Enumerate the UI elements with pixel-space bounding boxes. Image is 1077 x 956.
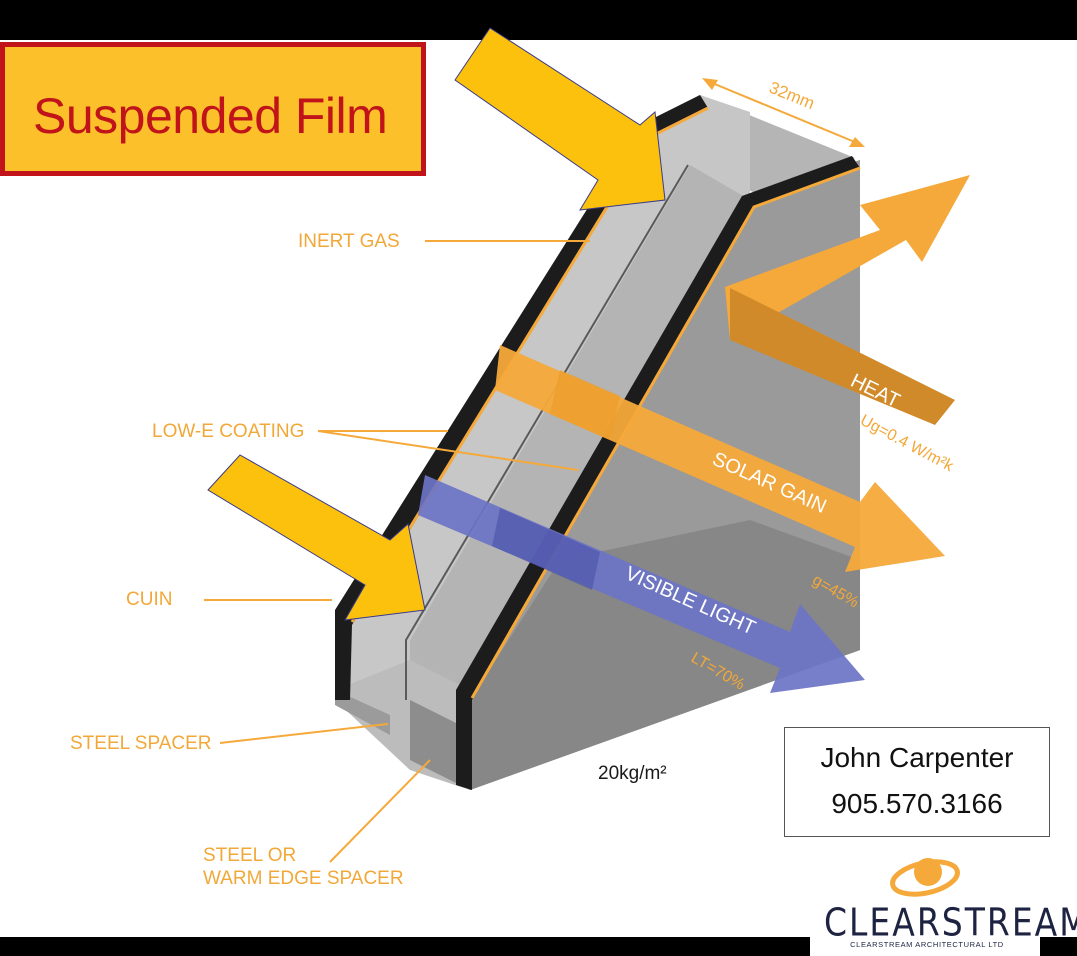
heat-arrow-band xyxy=(730,288,955,425)
weight-label: 20kg/m² xyxy=(598,763,667,784)
cuin-label: CUIN xyxy=(126,589,173,610)
contact-card: John Carpenter 905.570.3166 xyxy=(784,727,1050,837)
heat-arrow-upper xyxy=(725,175,970,340)
title-text: Suspended Film xyxy=(33,88,388,144)
inert-gas-label: INERT GAS xyxy=(298,231,400,252)
dimension-arrowhead-left xyxy=(702,78,718,90)
steel-spacer-label: STEEL SPACER xyxy=(70,733,212,754)
company-logo-name: CLEARSTREAM xyxy=(824,900,1077,945)
solar-gain-overlap xyxy=(550,370,620,440)
bottom-black-bar-left xyxy=(0,937,810,956)
top-black-bar xyxy=(0,0,1077,40)
low-e-leader-2 xyxy=(317,430,579,471)
visible-light-overlap xyxy=(492,508,600,590)
dimension-line xyxy=(704,79,863,146)
bottom-black-bar-right xyxy=(1040,937,1077,956)
edge-spacer-label-1: STEEL OR xyxy=(203,845,297,866)
steel-spacer-shape xyxy=(335,690,390,735)
incoming-arrow-top xyxy=(454,27,666,211)
contact-name: John Carpenter xyxy=(820,742,1014,773)
film-edge-line xyxy=(405,164,689,700)
rear-coating-line xyxy=(470,166,861,699)
edge-spacer-label-2: WARM EDGE SPACER xyxy=(203,868,404,889)
company-logo-subtitle: CLEARSTREAM ARCHITECTURAL LTD xyxy=(850,940,1004,949)
title-box: Suspended Film xyxy=(0,42,426,176)
edge-spacer-shape xyxy=(410,700,470,790)
edge-spacer-leader xyxy=(329,759,431,863)
low-e-coating-label: LOW-E COATING xyxy=(152,421,305,442)
logo-sun xyxy=(914,858,942,886)
contact-phone: 905.570.3166 xyxy=(831,788,1003,819)
incoming-arrow-bottom xyxy=(207,454,426,621)
bottom-glass-shadow xyxy=(470,520,860,790)
dimension-arrowhead-right xyxy=(849,137,865,147)
steel-spacer-leader xyxy=(219,723,389,744)
